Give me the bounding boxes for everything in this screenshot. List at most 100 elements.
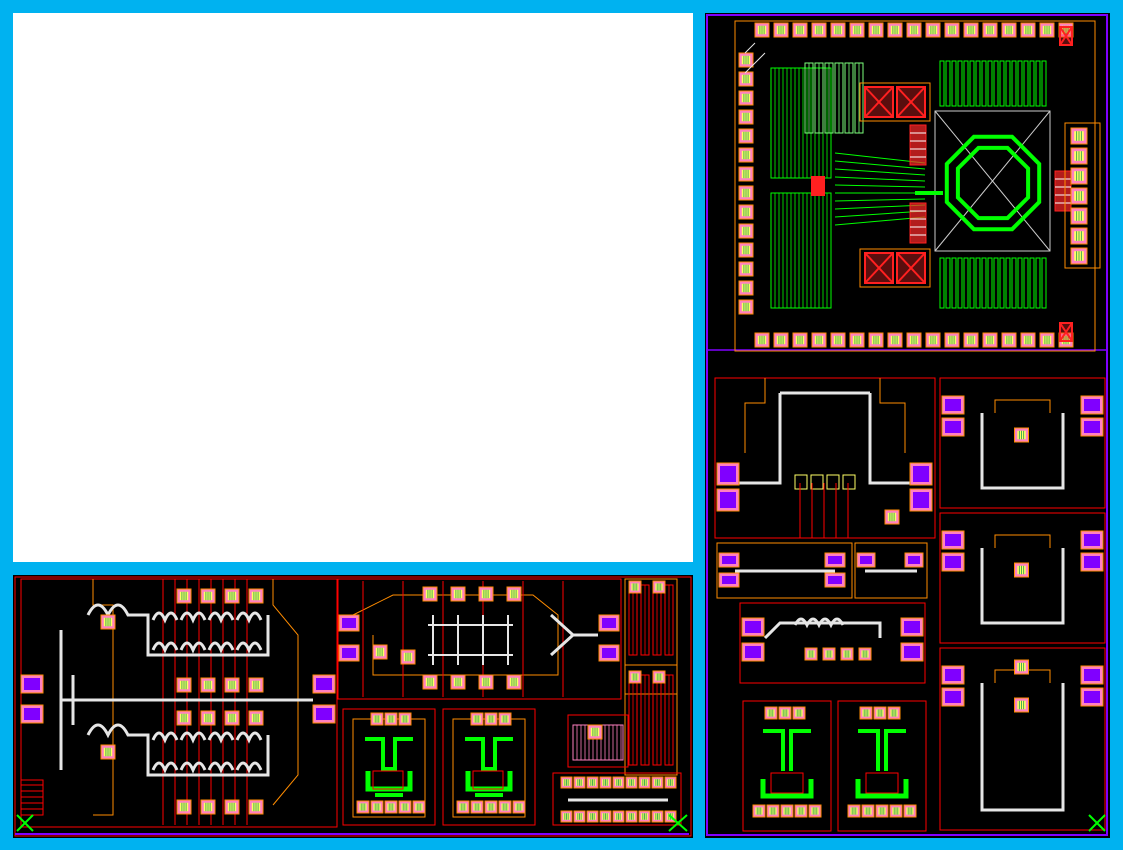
comb-finger <box>1017 257 1023 309</box>
block-boundary <box>837 700 927 832</box>
cross-line <box>864 252 894 284</box>
pad-core <box>945 691 961 703</box>
comb-finger <box>1029 60 1035 107</box>
comb-finger <box>957 60 963 107</box>
metal-loop <box>179 611 207 624</box>
stripe-block <box>624 664 678 776</box>
inductor-diag <box>934 110 1051 252</box>
via-cell <box>810 474 824 490</box>
pad-core <box>908 556 920 564</box>
cross-line <box>1059 26 1073 46</box>
pad-frame <box>859 248 931 288</box>
pad-core <box>1084 421 1100 433</box>
metal-loop <box>151 761 179 774</box>
signal-wire <box>834 176 926 182</box>
bottom-layout-panel[interactable] <box>13 575 693 838</box>
block-boundary <box>342 708 436 826</box>
green-metal <box>465 737 513 771</box>
via-cell <box>794 474 808 490</box>
comb-finger <box>939 257 945 309</box>
pad-core <box>904 646 920 658</box>
pad-core <box>342 618 356 628</box>
metal-loop <box>207 731 235 744</box>
via-cell <box>842 474 856 490</box>
block-boundary <box>939 512 1106 644</box>
metal-loop <box>235 731 263 744</box>
die-boundary <box>14 576 692 837</box>
pad-core <box>745 621 761 633</box>
corner-chamfer <box>744 42 766 74</box>
inductor-coil <box>955 145 1031 221</box>
pad-core <box>945 534 961 546</box>
red-capacitor <box>909 124 927 166</box>
signal-wire <box>834 184 926 188</box>
metal-loop <box>86 723 270 777</box>
red-capacitor <box>909 202 927 244</box>
via-cell <box>826 474 840 490</box>
routing-line <box>92 579 114 816</box>
comb-finger <box>975 257 981 309</box>
comb-finger <box>1023 257 1029 309</box>
comb-finger <box>951 257 957 309</box>
metal-loop <box>207 641 235 654</box>
red-capacitor <box>1054 170 1072 212</box>
inductor-coil <box>944 134 1042 232</box>
metal-loop <box>179 761 207 774</box>
comb-finger <box>999 257 1005 309</box>
pad-core <box>1084 669 1100 681</box>
pad-core <box>342 648 356 658</box>
pad-core <box>1084 691 1100 703</box>
metal-loop <box>235 641 263 654</box>
pad-core <box>602 618 616 628</box>
pad-core <box>602 648 616 658</box>
comb-finger <box>987 257 993 309</box>
bottom-layout-canvas[interactable] <box>13 575 693 838</box>
green-metal <box>763 729 811 771</box>
metal-loop <box>207 611 235 624</box>
green-bus-array <box>770 67 832 179</box>
pad-core <box>828 576 842 584</box>
pad-core <box>24 678 40 690</box>
comb-finger <box>963 257 969 309</box>
cross-line <box>864 86 894 118</box>
signal-wire <box>834 198 926 202</box>
comb-finger <box>1041 60 1047 107</box>
block-boundary <box>552 772 682 826</box>
pad-core <box>1084 399 1100 411</box>
corner-marker <box>16 814 34 832</box>
pad-frame <box>859 82 931 122</box>
comb-finger <box>999 60 1005 107</box>
block-boundary <box>20 578 338 828</box>
green-metal <box>465 771 513 792</box>
metal-loop <box>207 761 235 774</box>
pad-core <box>722 576 736 584</box>
pad-core <box>945 399 961 411</box>
chip-outline <box>734 20 1096 352</box>
comb-finger <box>1041 257 1047 309</box>
block-boundary <box>742 700 832 832</box>
comb-finger <box>969 60 975 107</box>
comb-finger <box>1035 257 1041 309</box>
pad-core <box>722 556 736 564</box>
green-metal <box>365 771 413 792</box>
comb-finger <box>945 257 951 309</box>
block-outline <box>716 542 853 599</box>
right-layout-panel[interactable] <box>705 13 1110 838</box>
metal-loop <box>179 731 207 744</box>
device-outline <box>472 770 504 790</box>
right-layout-canvas[interactable] <box>705 13 1110 838</box>
comb-finger <box>975 60 981 107</box>
metal-loop <box>151 611 179 624</box>
block-boundary <box>337 578 622 700</box>
comb-finger <box>1035 60 1041 107</box>
block-boundary <box>939 647 1106 831</box>
comb-finger <box>1029 257 1035 309</box>
comb-finger <box>1011 257 1017 309</box>
corner-marker <box>668 814 688 832</box>
pad-core <box>316 708 332 720</box>
metal-trace <box>428 615 513 665</box>
cross-line <box>896 86 926 118</box>
comb-finger <box>981 60 987 107</box>
cross-line <box>1059 322 1073 342</box>
comb-finger <box>981 257 987 309</box>
